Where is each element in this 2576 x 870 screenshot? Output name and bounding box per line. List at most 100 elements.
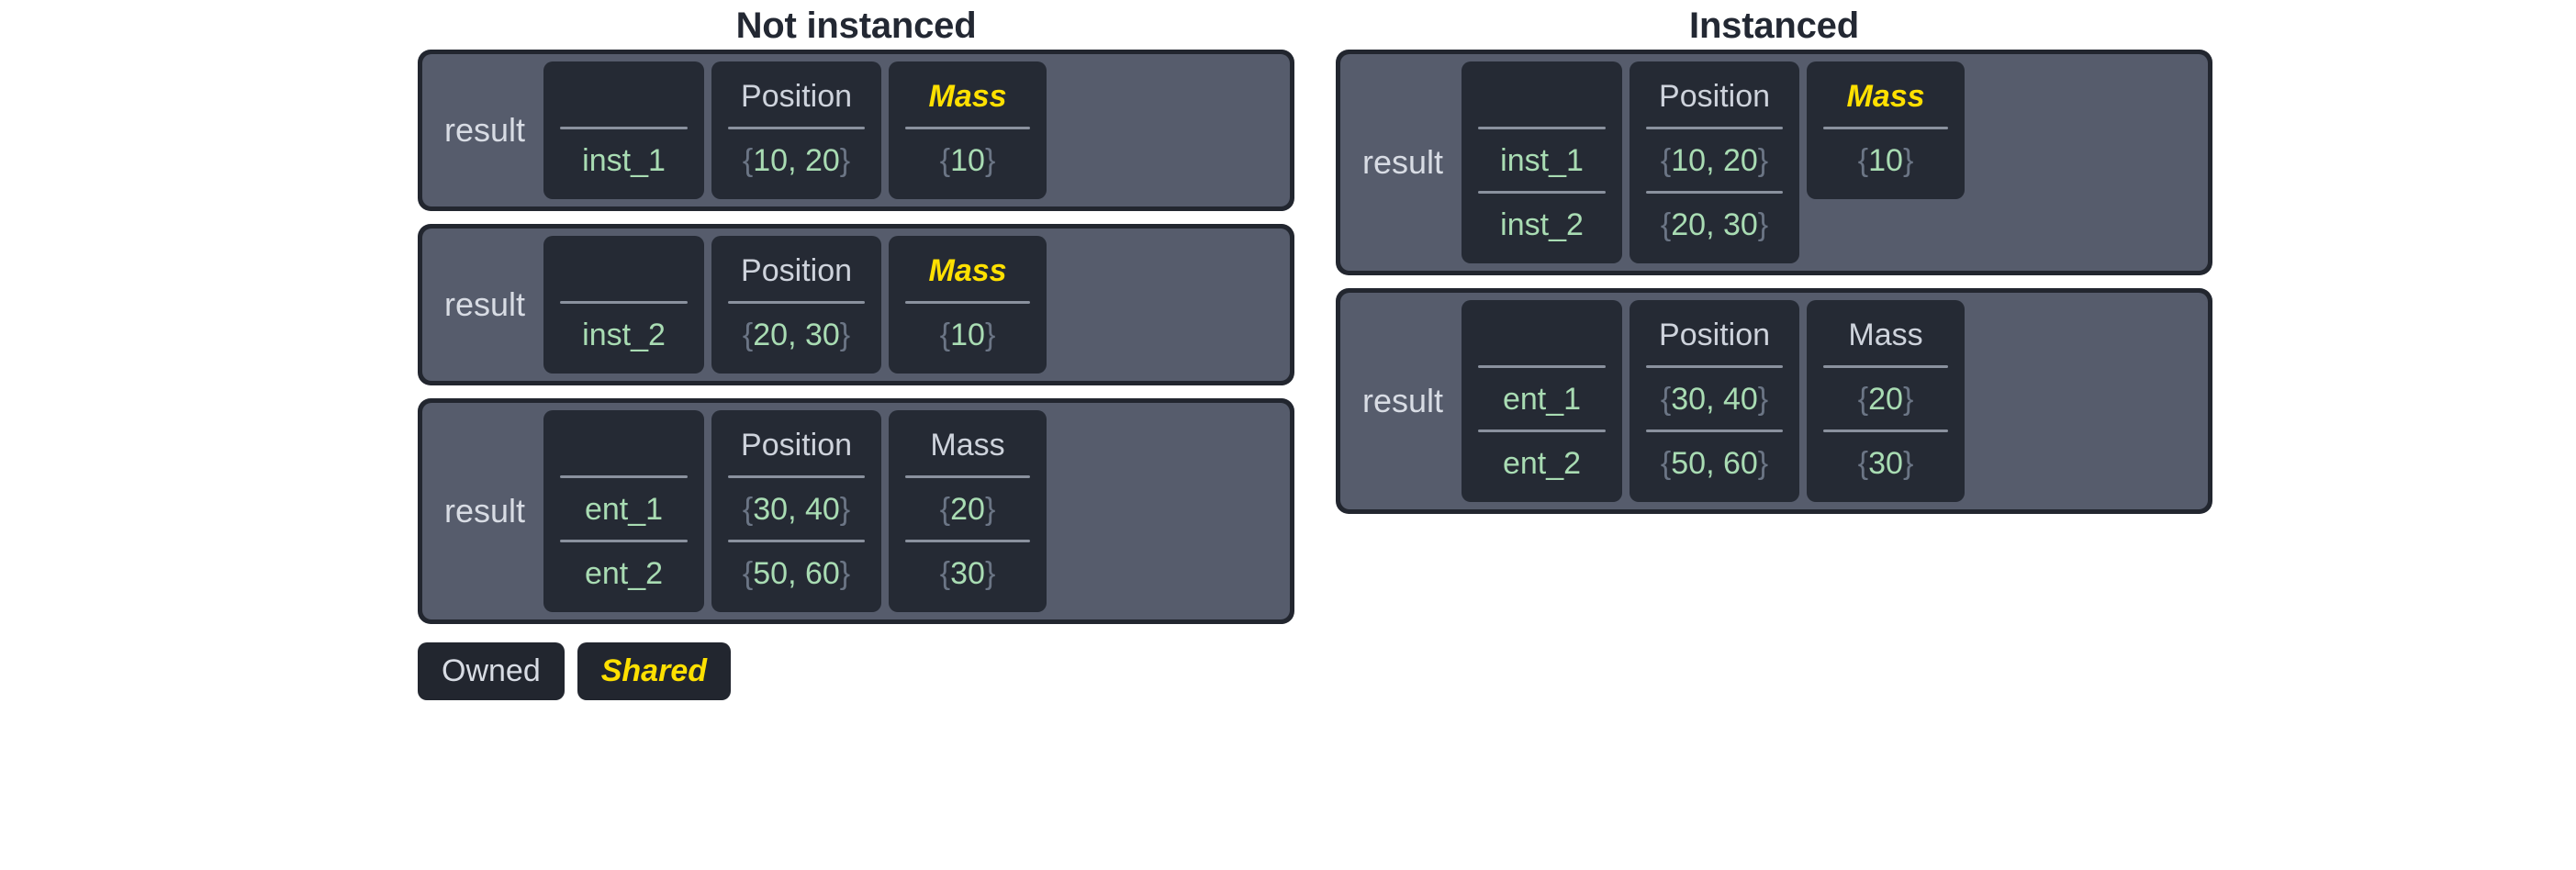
result-panel: result inst_1 Position{10, 20} Mass {10} — [418, 50, 1294, 211]
column-header — [1474, 71, 1609, 122]
cell-divider — [1478, 127, 1607, 129]
cell-divider — [905, 127, 1031, 129]
table-cell: ent_1 — [584, 492, 664, 527]
cell-divider — [1823, 429, 1949, 432]
column-header — [556, 71, 691, 122]
panel-body: result ent_1 ent_2 Position {30, 40} {50, 60… — [422, 403, 1290, 619]
table-cell: {10, 20} — [1660, 143, 1769, 178]
table-cell: inst_2 — [582, 318, 666, 352]
table-column: Position{10, 20} — [711, 61, 882, 199]
column-header: Mass — [928, 79, 1007, 114]
cell-divider — [1478, 191, 1607, 194]
panel-table: inst_2 Position {20, 30} Mass {10} — [543, 236, 1282, 374]
cell-divider — [1646, 365, 1784, 368]
panel-table: ent_1 ent_2 Position {30, 40} {50, 60} Mass {2… — [1462, 300, 2201, 502]
column-title-instanced: Instanced — [1689, 6, 1859, 46]
table-column: inst_1 — [543, 61, 705, 199]
column-header: Mass — [930, 428, 1005, 463]
column-header — [1474, 309, 1609, 361]
result-panel: result inst_2 Position {20, 30} Mass {10} — [418, 224, 1294, 385]
table-column: Position {10, 20} {20, 30} — [1630, 61, 1800, 263]
cell-divider — [560, 301, 689, 304]
column-header — [556, 245, 691, 296]
column-header: Position — [1659, 318, 1771, 352]
cell-divider — [1823, 365, 1949, 368]
result-panel: result ent_1 ent_2 Position {30, 40} {50, 60… — [1336, 288, 2212, 514]
table-column: Mass {10} — [889, 236, 1047, 374]
cell-divider — [1646, 127, 1784, 129]
table-cell: inst_1 — [582, 143, 666, 178]
table-cell: {20, 30} — [742, 318, 851, 352]
legend-chip-shared: Shared — [577, 642, 731, 701]
cell-divider — [905, 475, 1031, 478]
panel-table: inst_1 inst_2 Position {10, 20} {20, 30} Mass… — [1462, 61, 2201, 263]
result-panel: result inst_1 inst_2 Position {10, 20} {20, … — [1336, 50, 2212, 275]
panel-body: result inst_1 inst_2 Position {10, 20} {20, … — [1340, 54, 2208, 271]
table-cell: inst_2 — [1500, 207, 1584, 242]
table-column: Mass {10} — [889, 61, 1047, 199]
table-cell: {20, 30} — [1660, 207, 1769, 242]
table-column: Mass {20} {30} — [1807, 300, 1966, 502]
panel-label: result — [444, 111, 526, 149]
table-cell: {10, 20} — [742, 143, 851, 178]
cell-divider — [560, 475, 689, 478]
table-cell: {30, 40} — [1660, 382, 1769, 417]
table-cell: ent_1 — [1502, 382, 1582, 417]
cell-divider — [728, 127, 866, 129]
panel-table: ent_1 ent_2 Position {30, 40} {50, 60} Mass {2… — [543, 410, 1282, 612]
table-cell: inst_1 — [1500, 143, 1584, 178]
table-column: inst_1 inst_2 — [1462, 61, 1623, 263]
column-header: Position — [741, 428, 853, 463]
table-cell: {30} — [1857, 446, 1914, 481]
panel-label: result — [1362, 143, 1444, 181]
table-cell: {50, 60} — [742, 556, 851, 591]
panel-label: result — [1362, 382, 1444, 419]
table-cell: {30, 40} — [742, 492, 851, 527]
legend-chip-owned: Owned — [418, 642, 565, 701]
cell-divider — [1646, 191, 1784, 194]
cell-divider — [728, 475, 866, 478]
panel-label: result — [444, 492, 526, 530]
legend: Owned Shared — [418, 637, 1294, 701]
table-column: Mass {20} {30} — [889, 410, 1047, 612]
cell-divider — [728, 540, 866, 542]
panel-label: result — [444, 285, 526, 323]
table-cell: {10} — [1857, 143, 1914, 178]
table-cell: {10} — [939, 143, 996, 178]
column-header: Mass — [1846, 79, 1925, 114]
column-header: Position — [741, 253, 853, 288]
table-cell: {30} — [939, 556, 996, 591]
column-header: Position — [1659, 79, 1771, 114]
table-column: Position {20, 30} — [711, 236, 882, 374]
panel-body: result ent_1 ent_2 Position {30, 40} {50, 60… — [1340, 293, 2208, 509]
cell-divider — [560, 127, 689, 129]
table-cell: {20} — [1857, 382, 1914, 417]
table-cell: ent_2 — [1502, 446, 1582, 481]
cell-divider — [905, 540, 1031, 542]
table-column: ent_1 ent_2 — [543, 410, 705, 612]
cell-divider — [1478, 365, 1607, 368]
column-title-not-instanced: Not instanced — [735, 6, 977, 46]
table-column: Position {30, 40} {50, 60} — [1630, 300, 1800, 502]
cell-divider — [1478, 429, 1607, 432]
table-cell: {10} — [939, 318, 996, 352]
table-cell: {50, 60} — [1660, 446, 1769, 481]
column-header: Mass — [928, 253, 1007, 288]
table-column: Position {30, 40} {50, 60} — [711, 410, 882, 612]
table-cell: ent_2 — [584, 556, 664, 591]
table-column: inst_2 — [543, 236, 705, 374]
column-header — [556, 419, 691, 471]
cell-divider — [728, 301, 866, 304]
panel-body: result inst_1 Position{10, 20} Mass {10} — [422, 54, 1290, 206]
table-column: ent_1 ent_2 — [1462, 300, 1623, 502]
panel-table: inst_1 Position{10, 20} Mass {10} — [543, 61, 1282, 199]
column-header: Mass — [1848, 318, 1923, 352]
result-panel: result ent_1 ent_2 Position {30, 40} {50, 60… — [418, 398, 1294, 624]
table-cell: {20} — [939, 492, 996, 527]
panel-body: result inst_2 Position {20, 30} Mass {10} — [422, 229, 1290, 381]
